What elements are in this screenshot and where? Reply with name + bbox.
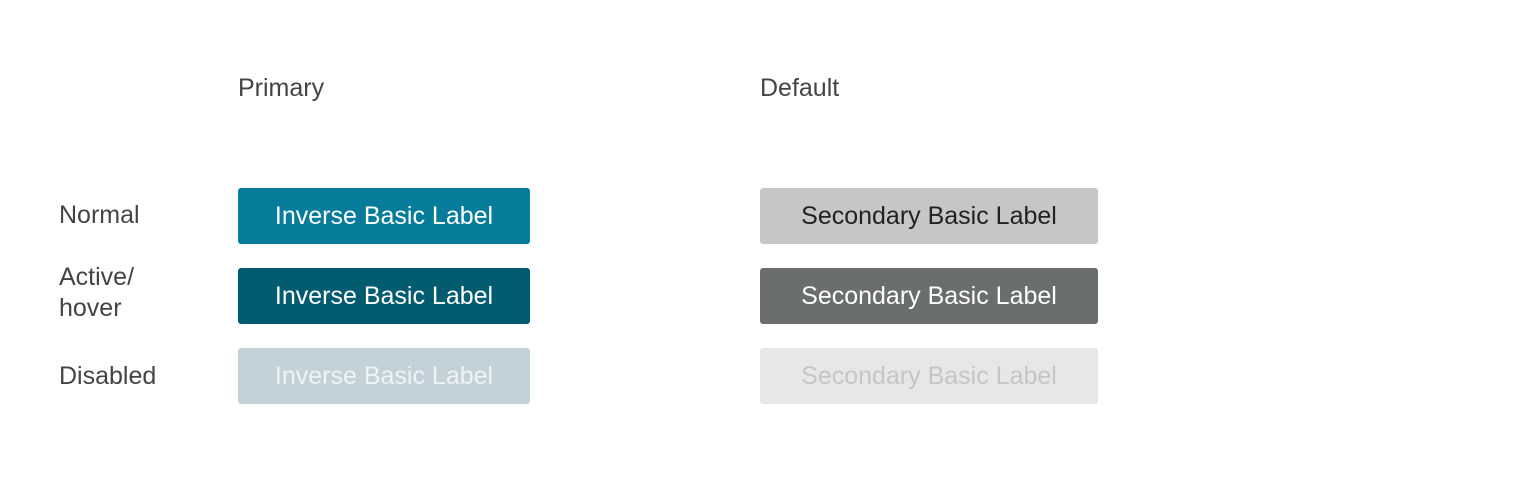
row-label-active-hover: Active/ hover (59, 261, 134, 323)
row-label-disabled: Disabled (59, 362, 157, 390)
column-header-primary: Primary (238, 74, 325, 102)
column-header-default: Default (760, 74, 840, 102)
default-button-hover[interactable]: Secondary Basic Label (760, 268, 1098, 324)
default-button-disabled: Secondary Basic Label (760, 348, 1098, 404)
primary-button-disabled: Inverse Basic Label (238, 348, 530, 404)
primary-button-hover[interactable]: Inverse Basic Label (238, 268, 530, 324)
default-button-normal[interactable]: Secondary Basic Label (760, 188, 1098, 244)
row-label-active-line1: Active/ (59, 263, 135, 291)
primary-button-normal[interactable]: Inverse Basic Label (238, 188, 530, 244)
row-label-active-line2: hover (59, 294, 122, 322)
row-label-normal: Normal (59, 201, 140, 229)
